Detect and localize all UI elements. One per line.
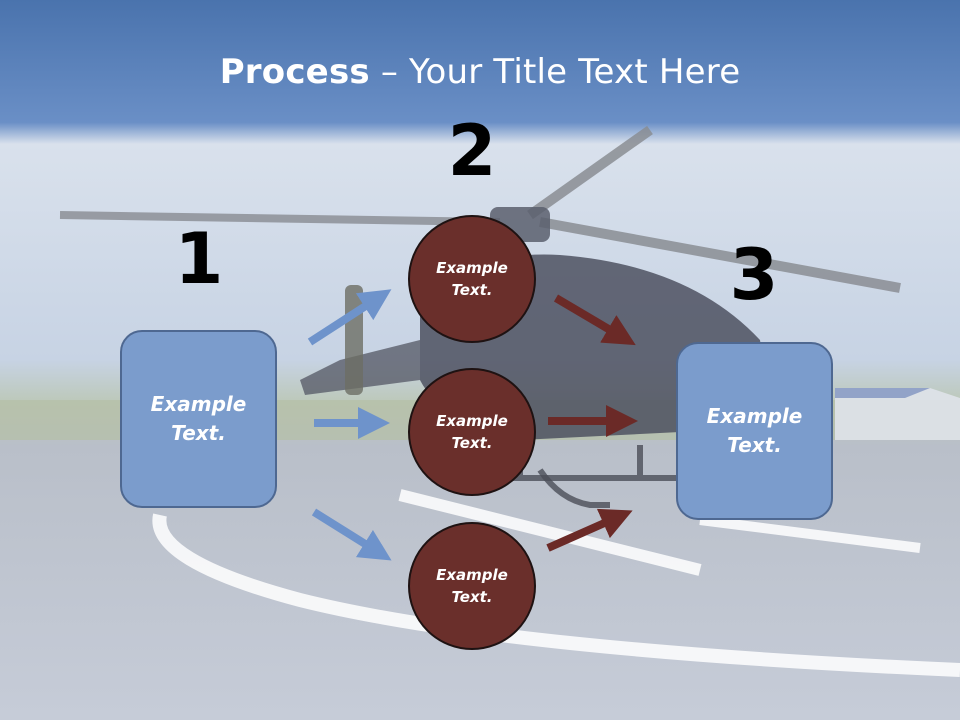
step-3-line2: Text.: [727, 433, 782, 457]
circle-middle-line2: Text.: [451, 434, 493, 452]
circle-top-line1: Example: [436, 258, 508, 277]
step-number-3: 3: [729, 234, 779, 316]
step-2-circle-top[interactable]: Example Text.: [408, 215, 536, 343]
arrow-blue-down: [311, 508, 392, 561]
step-2-circle-bottom[interactable]: Example Text.: [408, 522, 536, 650]
circle-top-line2: Text.: [451, 281, 493, 299]
step-2-circle-middle[interactable]: Example Text.: [408, 368, 536, 496]
page-title: Process – Your Title Text Here: [0, 52, 960, 92]
step-3-box[interactable]: Example Text.: [676, 342, 833, 520]
step-1-line1: Example: [150, 392, 247, 416]
arrow-blue-up: [307, 289, 392, 346]
step-number-2: 2: [447, 110, 497, 192]
step-3-line1: Example: [706, 404, 803, 428]
step-1-line2: Text.: [171, 421, 226, 445]
step-1-box[interactable]: Example Text.: [120, 330, 277, 508]
title-rest: – Your Title Text Here: [369, 52, 741, 92]
step-number-1: 1: [174, 218, 224, 300]
arrow-red-up: [546, 508, 633, 552]
circle-bottom-line1: Example: [436, 565, 508, 584]
title-bold: Process: [219, 52, 370, 92]
circle-middle-line1: Example: [436, 411, 508, 430]
circle-bottom-line2: Text.: [451, 588, 493, 606]
arrow-red-down: [553, 294, 636, 346]
